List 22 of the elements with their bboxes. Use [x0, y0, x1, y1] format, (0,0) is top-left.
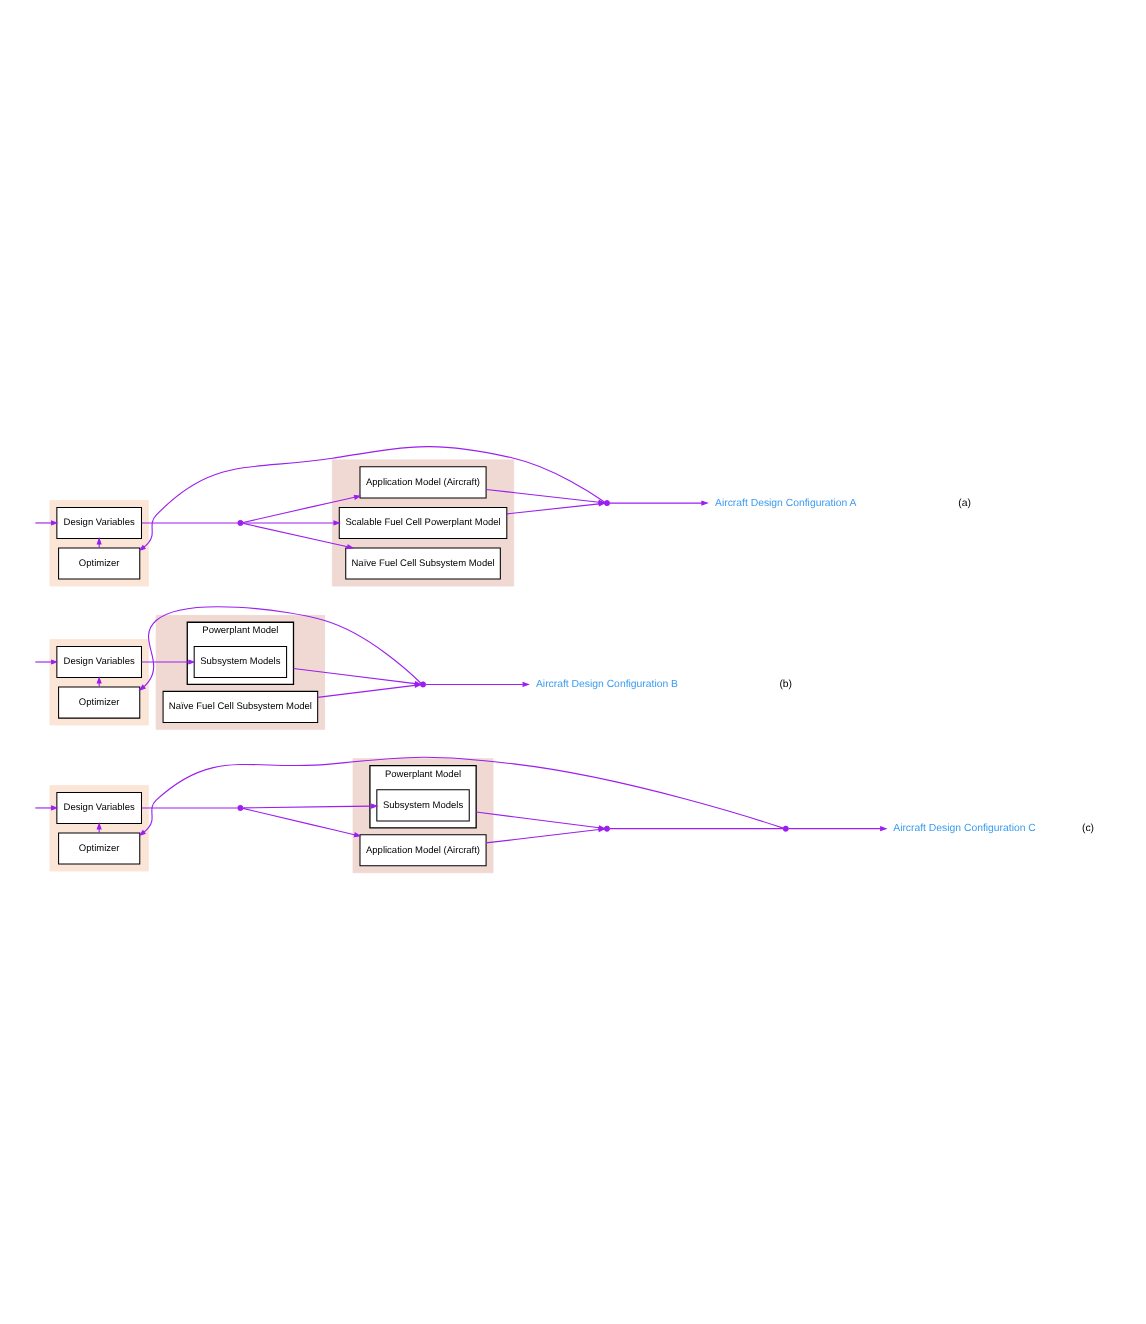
connector [140, 522, 239, 524]
cluster [155, 614, 325, 730]
connector [609, 828, 784, 830]
node-circle [603, 500, 610, 507]
arrow [242, 520, 341, 526]
node-circle [420, 681, 427, 688]
arrow [242, 803, 379, 809]
node-circle [237, 519, 244, 526]
node-circle [782, 825, 789, 832]
arrow [140, 659, 196, 665]
arrow [242, 494, 362, 524]
arrow [34, 520, 59, 526]
connector [140, 807, 239, 809]
arrow [34, 805, 59, 811]
arrow [425, 681, 530, 688]
arrow [34, 659, 59, 665]
node-circle [603, 825, 610, 832]
arrow [609, 500, 709, 506]
arrow [242, 522, 355, 550]
arrow [788, 826, 888, 832]
node-circle [237, 804, 244, 811]
arrow [242, 807, 362, 838]
